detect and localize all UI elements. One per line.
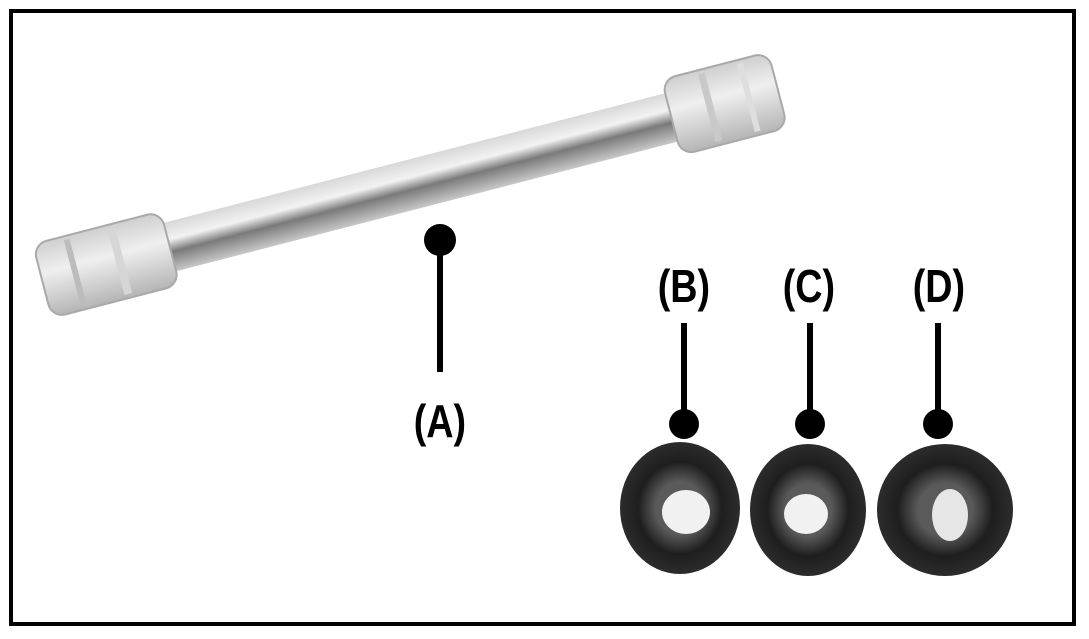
- ring-part-c: [750, 444, 866, 576]
- rod-shaft: [144, 90, 695, 275]
- leader-a: [424, 224, 456, 372]
- leader-b: [669, 323, 699, 439]
- ring-part-b: [620, 442, 740, 574]
- rod-end-cap-right: [663, 54, 786, 154]
- rod-part-a: [34, 54, 786, 316]
- leader-d: [923, 323, 953, 439]
- ring-part-d: [877, 444, 1013, 576]
- leader-c: [795, 323, 825, 439]
- label-d: (D): [912, 260, 966, 312]
- rod-end-cap-left: [34, 213, 178, 316]
- label-b: (B): [657, 260, 711, 312]
- label-c: (C): [782, 260, 836, 312]
- label-a: (A): [413, 395, 467, 447]
